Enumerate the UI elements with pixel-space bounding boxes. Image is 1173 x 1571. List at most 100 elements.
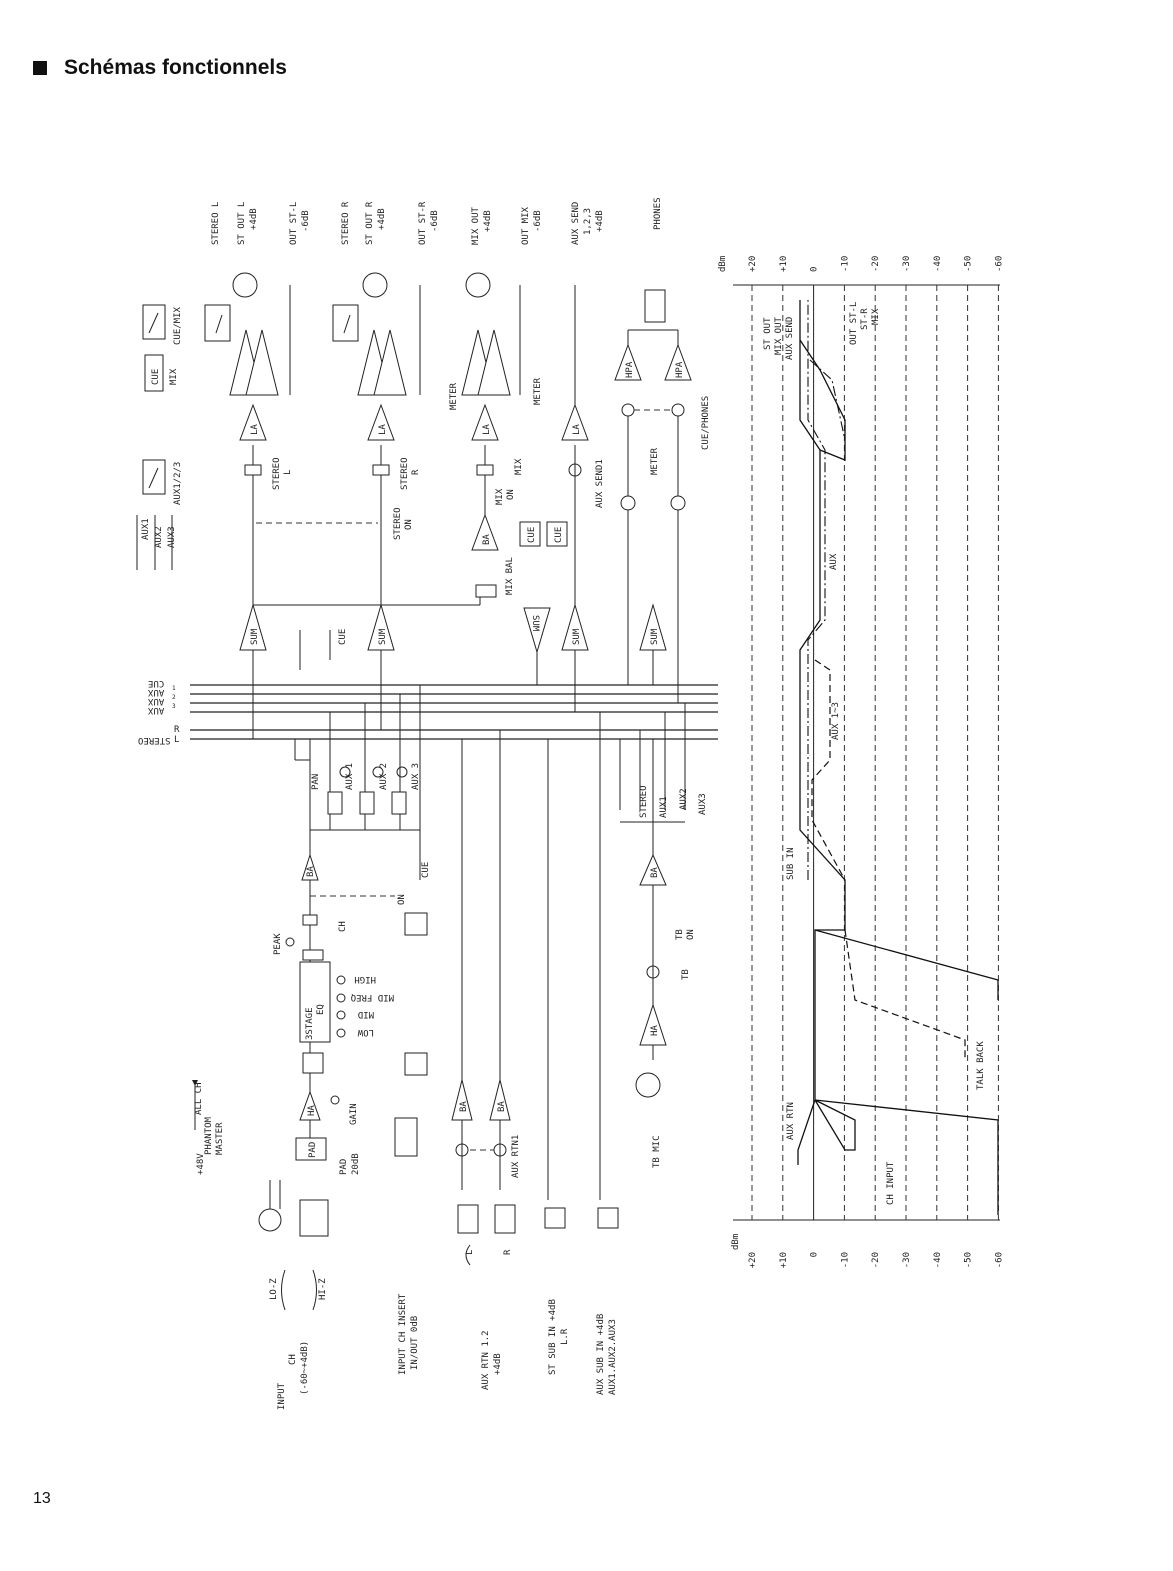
st-sub-in-label: ST SUB IN +4dB xyxy=(548,1299,558,1375)
phones-jack-icon xyxy=(644,289,666,323)
st-out-l-label: ST OUT L xyxy=(237,202,247,245)
tb-level-pot-icon[interactable] xyxy=(646,965,660,979)
out-st-l-label: OUT ST-L xyxy=(289,202,299,245)
eq-low-label: LOW xyxy=(357,1027,374,1037)
bus-label-l: L xyxy=(174,735,179,745)
st-out-r-level: +4dB xyxy=(377,208,387,230)
la-label: LA xyxy=(482,424,492,435)
aux3-pot-icon[interactable] xyxy=(396,766,408,778)
summing-node-icon xyxy=(620,495,636,511)
talk-back-label: TALK BACK xyxy=(976,1041,986,1090)
la-label: LA xyxy=(572,424,582,435)
hi-z-label: HI-Z xyxy=(318,1278,328,1300)
aux3-send-label: AUX 3 xyxy=(411,763,421,790)
mix-fader-icon[interactable] xyxy=(476,464,494,476)
eq-high-knob-icon[interactable] xyxy=(336,975,346,985)
bus-label-aux: AUX xyxy=(147,705,164,715)
aux-sub-in-jack-icon xyxy=(597,1207,619,1229)
level-tick-label-top: -60 xyxy=(994,256,1004,272)
stereo-r-fader-label: STEREO xyxy=(400,457,410,490)
stereo-on-label-1: STEREO xyxy=(393,507,403,540)
eq-mid-freq-label: MID FREQ xyxy=(351,992,394,1002)
lo-z-label: LO-Z xyxy=(269,1278,279,1300)
hpa-label: HPA xyxy=(675,361,685,378)
gain-knob-icon[interactable] xyxy=(330,1095,340,1105)
sum-label: SUM xyxy=(250,628,260,645)
pad-20db-value: 20dB xyxy=(351,1153,361,1175)
insert-jack-icon xyxy=(394,1117,418,1157)
la-label: LA xyxy=(250,424,260,435)
cue-phones-label: CUE/PHONES xyxy=(701,396,711,450)
aux-rtn-ba-amplifier-icon xyxy=(451,1079,473,1121)
page-title: Schémas fonctionnels xyxy=(64,56,287,79)
stereo-l-label: STEREO L xyxy=(211,202,221,245)
eq-mid-freq-knob-icon[interactable] xyxy=(336,993,346,1003)
hpa-amplifier-icon xyxy=(664,343,692,381)
all-ch-label: ALL CH xyxy=(194,1082,204,1115)
xlr-input-jack-icon xyxy=(258,1208,282,1232)
sum-label: SUM xyxy=(572,628,582,645)
aux-send-level: +4dB xyxy=(595,210,605,232)
ba-label: BA xyxy=(306,866,316,877)
cue-phones-pot-icon[interactable] xyxy=(621,403,635,417)
out-st-l-level: -6dB xyxy=(301,210,311,232)
level-tick-label-bottom: +10 xyxy=(779,1252,789,1268)
mix-fader-label: MIX xyxy=(514,458,524,475)
aux2-pot-icon[interactable] xyxy=(372,766,384,778)
cue-phones-pot-icon[interactable] xyxy=(671,403,685,417)
stereo-r-fader-icon[interactable] xyxy=(372,464,390,476)
cue-switch-label: CUE xyxy=(421,862,431,878)
aux-return-section: BA BA AUX RTN1 xyxy=(451,712,619,1234)
meter-cuemix-label: CUE/MIX xyxy=(173,306,183,345)
la-amplifier-icon xyxy=(561,403,589,441)
level-tick-label-top: -30 xyxy=(902,256,912,272)
bus-label-cue: CUE xyxy=(148,678,164,688)
aux-send1-pot-icon[interactable] xyxy=(568,463,582,477)
aux1-send-label: AUX 1 xyxy=(345,763,355,790)
ch-input-label: CH INPUT xyxy=(886,1161,896,1205)
level-tick-label-top: -40 xyxy=(933,256,943,272)
sum-label: SUM xyxy=(530,615,540,632)
meter-label: METER xyxy=(533,377,543,405)
aux-rtn-label: AUX RTN 1.2 xyxy=(481,1330,491,1390)
level-tick-label-bottom: -10 xyxy=(840,1252,850,1268)
ha-label: HA xyxy=(307,1105,317,1116)
eq-label-line1: 3STAGE xyxy=(305,1007,315,1040)
out-st-r-level: -6dB xyxy=(430,210,440,232)
st-out-label: ST OUT xyxy=(763,317,773,350)
ch-fader-icon[interactable] xyxy=(302,914,318,926)
tb-mic-label: TB MIC xyxy=(652,1135,662,1168)
stereo-l-fader-icon[interactable] xyxy=(244,464,262,476)
bus-label-r: R xyxy=(174,725,180,735)
level-tick-label-bottom: -60 xyxy=(994,1252,1004,1268)
pan-label: PAN xyxy=(311,774,321,790)
aux-rtn-l-jack-icon xyxy=(457,1204,479,1234)
aux-rtn-r-label: R xyxy=(503,1249,513,1255)
meter-label: METER xyxy=(449,382,459,410)
level-tick-label-bottom: -40 xyxy=(933,1252,943,1268)
eq-low-knob-icon[interactable] xyxy=(336,1028,346,1038)
aux-rtn-label: AUX RTN xyxy=(786,1102,796,1140)
on-switch-label: ON xyxy=(397,894,407,905)
aux-rtn1-pot-icon[interactable] xyxy=(455,1143,469,1157)
stereo-l-fader-label: STEREO xyxy=(272,457,282,490)
tb-on-label-2: ON xyxy=(686,929,696,940)
tb-ha-amplifier-icon xyxy=(639,1003,667,1046)
la-label: LA xyxy=(378,424,388,435)
mix-out-label: MIX OUT xyxy=(471,206,481,245)
aux1-pot-icon[interactable] xyxy=(339,766,351,778)
aux-send1-label: AUX SEND1 xyxy=(595,459,605,508)
insert-level-label: IN/OUT 0dB xyxy=(410,1316,420,1370)
bus-label-aux: AUX xyxy=(147,696,164,706)
st-out-l-level: +4dB xyxy=(249,208,259,230)
eq-mid-knob-icon[interactable] xyxy=(336,1010,346,1020)
level-tick-label-top: -10 xyxy=(840,256,850,272)
sum-label: SUM xyxy=(378,628,388,645)
tb-on-label-1: TB xyxy=(675,929,685,940)
eq-block xyxy=(299,961,331,1043)
level-diagram: dBm dBm +20+20+10+1000-10-10-20-20-30-30… xyxy=(718,256,1004,1269)
ba-label: BA xyxy=(459,1101,469,1112)
mix-on-label-1: MIX xyxy=(495,488,505,505)
stereo-r-fader-ch: R xyxy=(411,469,421,475)
tb-ba-amplifier-icon xyxy=(639,853,667,886)
